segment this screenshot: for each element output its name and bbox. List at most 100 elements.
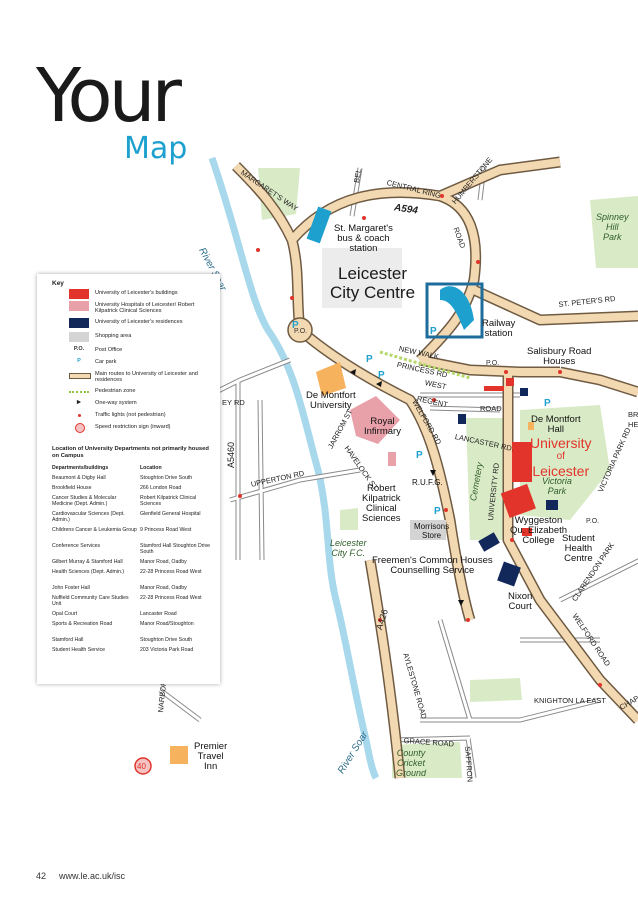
pedestrian-zone [379,350,471,380]
key-item-residences: University of Leicester's residences [52,318,217,330]
key-item-university-buildings: University of Leicester's buildings [52,289,217,301]
buildings [170,206,558,764]
speed-sign-icon [69,423,89,433]
map-key-panel: Key University of Leicester's buildings … [37,274,220,684]
navy-swatch [69,318,89,328]
parking-label-4: P [416,450,423,461]
university-building-2 [500,483,536,518]
speed-40-label: 40 [137,762,146,771]
green-south [470,678,522,702]
shopping-area [322,248,402,308]
key-item-traffic-lights: Traffic lights (not pedestrian) [52,411,217,423]
road-bri: Br [628,410,638,419]
residence-2 [458,414,466,424]
road-knighton: KNIGHTON LA EAST [534,696,606,705]
victoria-park-area [520,405,610,520]
parking-label-2: P [366,354,373,365]
robert-kilpatrick-building [388,452,396,466]
footer-url[interactable]: www.le.ac.uk/isc [59,871,126,881]
parking-label-1: P [292,320,299,331]
a5460-label: A5460 [226,441,236,468]
red-swatch [69,289,89,299]
road-road-b: ROAD [480,404,502,413]
university-building-3 [528,422,534,430]
roundabout [287,317,313,343]
shop-red-1 [484,386,504,391]
speed-restriction-sign [134,757,152,775]
spinney-hill-park [590,196,638,268]
morrisons-building [410,520,446,540]
shop-red-2 [506,378,514,386]
cricket-ground-area [392,742,462,778]
key-item-speed-sign: Speed restriction sign (inward) [52,423,217,435]
one-way-arrows [350,369,464,606]
key-location-heading: Location of University Departments not p… [52,446,209,459]
residence-3 [522,528,532,536]
nixon-court-building [497,561,521,587]
parking-label-5: P [434,506,441,517]
key-item-pedestrian: Pedestrian zone [52,387,217,399]
one-way-arrow-icon: ► [75,399,83,406]
salisbury-road-building [520,388,528,396]
key-title: Key [52,280,64,287]
road-ey-rd: EY RD [222,398,245,407]
parking-label-7: P [430,326,437,337]
title-your: Your [36,53,182,139]
minor-roads-inner [159,165,638,779]
grey-swatch [69,332,89,342]
cemetery-area [466,418,508,540]
key-item-one-way: ► One-way system [52,399,217,411]
railway-station-building [440,286,474,330]
post-office-label-1: P.O. [486,360,500,367]
de-montfort-university-building [316,362,346,396]
residence-1 [478,532,500,552]
post-office-icon: P.O. [73,346,85,352]
rufg-label: R.U.F.G. [412,478,443,487]
royal-infirmary-building [350,396,400,444]
premier-inn-building [170,746,188,764]
main-route-swatch [69,373,91,379]
car-park-icon: P [77,358,81,364]
key-item-car-park: P Car park [52,358,217,370]
post-office-label-3: P.O. [294,328,308,335]
road-he: He [628,420,638,429]
leicester-fc-area [340,508,358,530]
key-item-shopping: Shopping area [52,332,217,344]
traffic-light-icon [69,411,89,421]
parking-label-6: P [544,398,551,409]
traffic-lights [238,194,602,687]
key-item-main-routes: Main routes to University of Leicester a… [52,370,217,383]
student-health-building [546,500,558,510]
river-soar [208,156,380,780]
pedestrian-swatch [69,391,89,393]
key-item-post-office: P.O. Post Office [52,346,217,358]
university-building-1 [512,442,532,482]
railway-highlight-box [425,282,484,339]
pink-swatch [69,301,89,311]
key-item-hospitals: University Hospitals of Leicester/ Rober… [52,301,217,314]
page-number: 42 [36,871,47,881]
parking-label-3: P [378,370,385,381]
title-map: Map [124,131,188,166]
post-office-label-2: P.O. [586,518,600,525]
